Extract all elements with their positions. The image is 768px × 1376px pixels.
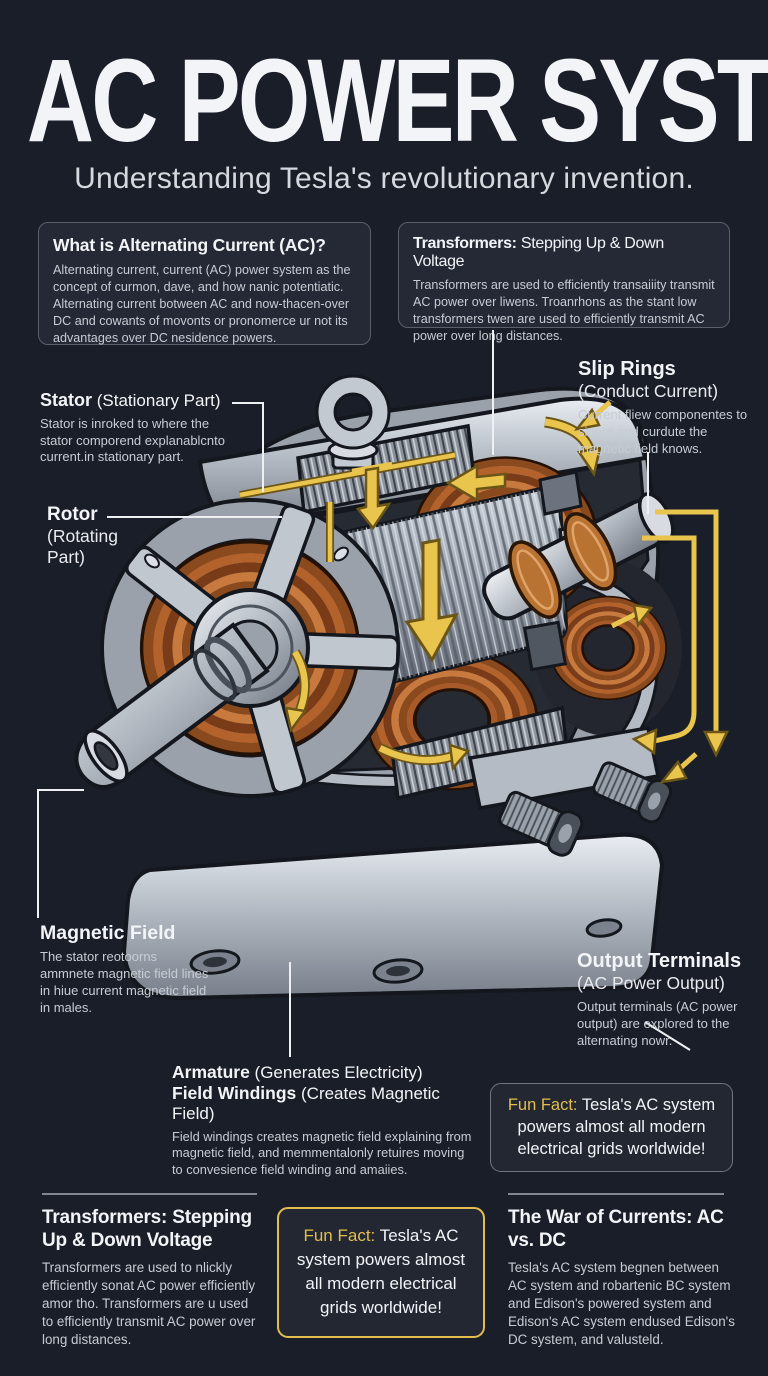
label-slip-rings: Slip Rings (Conduct Current) Current fli… <box>578 358 763 458</box>
label-stator: Stator (Stationary Part) Stator is inrok… <box>40 390 255 466</box>
output-terminals-title: Output Terminals <box>577 950 742 972</box>
magnetic-field-title: Magnetic Field <box>40 922 176 944</box>
fun-fact-bottom-text: Tesla's AC system powers almost all mode… <box>296 1226 466 1318</box>
rotor-shaft <box>74 622 270 789</box>
armature-line1-bold: Armature <box>172 1062 250 1082</box>
label-magnetic-field: Magnetic Field The stator reotoorns ammn… <box>40 922 220 1017</box>
slip-rings-assembly <box>482 492 675 621</box>
info-box-transformers: Transformers: Stepping Up & Down Voltage… <box>398 222 730 343</box>
fun-fact-bottom-label: Fun Fact: <box>303 1226 376 1245</box>
label-leader-lines <box>37 330 691 1057</box>
armature-line1: Armature (Generates Electricity) <box>172 1062 482 1083</box>
armature-body: Field windings creates magnetic field ex… <box>172 1128 472 1177</box>
fun-fact-side-label: Fun Fact: <box>507 1096 578 1114</box>
footer-transformers: Transformers: Stepping Up & Down Voltage… <box>42 1206 264 1348</box>
footer-divider-left <box>42 1193 257 1195</box>
stator-title: Stator (Stationary Part) <box>40 390 255 411</box>
footer-war-of-currents: The War of Currents: AC vs. DC Tesla's A… <box>508 1206 740 1348</box>
page-subtitle: Understanding Tesla's revolutionary inve… <box>74 162 694 195</box>
label-rotor: Rotor (Rotating Part) <box>47 504 147 568</box>
label-output-terminals: Output Terminals (AC Power Output) Outpu… <box>577 950 767 1050</box>
footer-transformers-title: Transformers: Stepping Up & Down Voltage <box>42 1207 252 1252</box>
magnetic-field-body: The stator reotoorns ammnete magnetic fi… <box>40 949 209 1016</box>
output-terminals-part <box>467 725 673 857</box>
slip-rings-subtitle: (Conduct Current) <box>578 381 719 401</box>
stator-body: Stator is inroked to where the stator co… <box>40 415 226 465</box>
fun-fact-box-side: Fun Fact: Tesla's AC system powers almos… <box>490 1083 733 1173</box>
footer-transformers-body: Transformers are used to nlickly efficie… <box>42 1260 256 1347</box>
label-armature: Armature (Generates Electricity) Field W… <box>172 1062 482 1179</box>
transformers-body: Transformers are used to efficiently tra… <box>413 278 715 343</box>
stator-title-rest: (Stationary Part) <box>92 391 221 410</box>
armature-line2-bold: Field Windings <box>172 1082 297 1103</box>
rotor-title: Rotor <box>47 504 98 525</box>
brush-holder <box>538 470 583 516</box>
armature-line2-rest: (Creates Magnetic Field) <box>172 1083 440 1124</box>
info-box-what-is-ac: What is Alternating Current (AC)? Altern… <box>38 222 371 345</box>
eye-bolt <box>315 374 391 470</box>
stator-title-bold: Stator <box>40 390 93 410</box>
armature-line2: Field Windings (Creates Magnetic Field) <box>172 1083 482 1124</box>
war-of-currents-body: Tesla's AC system begnen between AC syst… <box>508 1260 735 1347</box>
war-of-currents-title: The War of Currents: AC vs. DC <box>508 1207 724 1252</box>
what-is-ac-body: Alternating current, current (AC) power … <box>53 263 351 345</box>
motor-base <box>121 832 665 1001</box>
footer-divider-right <box>508 1193 724 1195</box>
brush-block <box>522 620 568 672</box>
what-is-ac-title: What is Alternating Current (AC)? <box>53 235 326 255</box>
fun-fact-side-text: Tesla's AC system powers almost all mode… <box>517 1096 716 1158</box>
transformers-title: Transformers: Stepping Up & Down Voltage <box>413 235 715 271</box>
page-title: AC POWER SYSTEM <box>26 35 768 168</box>
output-terminals-subtitle: (AC Power Output) <box>577 973 725 993</box>
transformers-title-rest: Stepping Up & Down Voltage <box>413 235 664 270</box>
output-terminals-body: Output terminals (AC power output) are e… <box>577 999 738 1048</box>
transformers-title-bold: Transformers: <box>413 235 517 252</box>
fun-fact-box-bottom: Fun Fact: Tesla's AC system powers almos… <box>277 1207 485 1338</box>
current-flow-arrows <box>239 400 729 784</box>
rotor-subtitle: (Rotating Part) <box>47 525 119 567</box>
motor-cutaway-illustration <box>37 330 729 1057</box>
slip-rings-title: Slip Rings <box>578 358 676 380</box>
slip-rings-body: Current fliew componentes to sinere and … <box>578 407 748 456</box>
armature-line1-rest: (Generates Electricity) <box>249 1063 423 1082</box>
